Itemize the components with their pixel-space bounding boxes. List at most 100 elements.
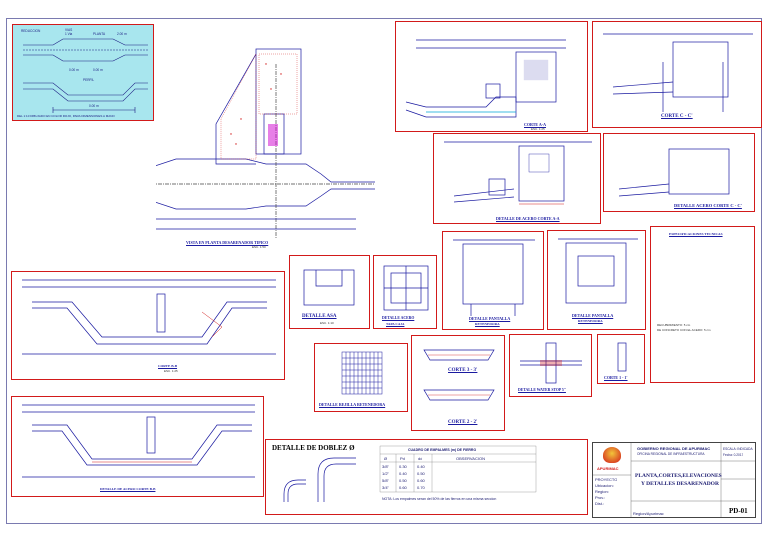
- detail-covers-panel: DETALLE ACERO TAPA CAJA: [373, 255, 437, 329]
- detail-handle-title: DETALLE ASA: [302, 314, 337, 319]
- bend-detail-title: DETALLE DE DOBLEZ Ø: [272, 444, 355, 452]
- bend-detail-panel: DETALLE DE DOBLEZ Ø CUADRO DE EMPALMES (…: [265, 439, 588, 515]
- section-aa-scale: ESC. 1:25: [531, 127, 545, 131]
- sections-33-22-panel: CORTE 3 - 3' CORTE 2 - 2': [411, 335, 505, 431]
- section-11-title: CORTE 1 - 1': [604, 375, 628, 380]
- detail-handle-scale: ESC. 1:10: [320, 321, 334, 325]
- detail-handle-panel: DETALLE ASA ESC. 1:10: [289, 255, 370, 329]
- splice-r1-c2: 0.50: [417, 471, 425, 476]
- drawing-title-line-2: Y DETALLES DESARENADOR: [641, 481, 719, 487]
- splice-header-2: dd: [418, 456, 423, 461]
- splice-r2-c0: 5/8": [382, 478, 389, 483]
- splice-table-title: CUADRO DE EMPALMES (m) DE FIERRO: [408, 448, 477, 452]
- legend-panel: REDUCCION VIAS 1 Via PLANTA 0.00 m 0.00 …: [12, 24, 154, 121]
- legend-note: DEL 1:10 DIBUJADO EN COLOR ROJO, PARA DI…: [17, 114, 115, 118]
- plan-view-drawing: [156, 48, 375, 239]
- section-bb-title: CORTE B-B: [158, 364, 178, 368]
- detail-screen-subtitle: RETENEDORA: [475, 322, 500, 326]
- detail-screen-drawing: [453, 239, 535, 316]
- section-bb-panel: CORTE B-B ESC. 1:25: [11, 271, 285, 380]
- drawing-sheet-frame: [6, 18, 762, 524]
- title-block-date: Fecha: 0.2017: [723, 453, 744, 457]
- title-block-field-0: PROYECTO: [595, 477, 618, 482]
- title-block-grid: [593, 443, 755, 517]
- section-11-panel: CORTE 1 - 1': [597, 334, 645, 384]
- splice-r1-c1: 0.40: [399, 471, 407, 476]
- sections-33-22-drawing: [423, 349, 495, 401]
- section-cc-panel: CORTE C - C': [592, 21, 762, 128]
- splice-r1-c0: 1/2": [382, 471, 389, 476]
- splice-r0-c2: 0.40: [417, 464, 425, 469]
- detail-rebar-cc-panel: DETALLE ACERO CORTE C - C': [603, 133, 755, 212]
- section-aa-drawing: [405, 39, 566, 118]
- section-cc-title: CORTE C - C': [661, 114, 693, 119]
- detail-handle-drawing: [303, 269, 355, 306]
- section-aa-panel: CORTE A-A ESC. 1:25: [395, 21, 588, 132]
- detail-covers-subtitle: TAPA CAJA: [386, 322, 405, 326]
- plan-view-title: VISTA EN PLANTA DESARENADOR TIPICO: [186, 240, 269, 245]
- splice-r0-c0: 3/8": [382, 464, 389, 469]
- detail-screen-panel-2: DETALLE PANTALLA RETENEDORA: [547, 230, 646, 330]
- detail-rebar-bb-panel: DETALLE DE ACERO CORTE B-B: [11, 396, 264, 497]
- detail-rebar-bb-title: DETALLE DE ACERO CORTE B-B: [100, 487, 156, 491]
- section-11-drawing: [617, 342, 627, 372]
- drawing-title-line-1: PLANTA,CORTES,ELEVACIONES: [635, 473, 722, 479]
- title-block-scale: ESCALA: INDICADA: [723, 447, 753, 451]
- legend-label-0: REDUCCION: [21, 29, 41, 33]
- sheet-number: PD-01: [729, 507, 748, 515]
- splice-r3-c1: 0.60: [399, 485, 407, 490]
- splice-r2-c1: 0.50: [399, 478, 407, 483]
- plan-view-scale: ESC. 1:50: [252, 245, 266, 249]
- detail-grating-panel: DETALLE REJILLA RETENEDORA: [314, 343, 408, 412]
- detail-rebar-bb-drawing: [22, 404, 255, 478]
- bend-detail-drawing: [283, 445, 537, 502]
- detail-covers-drawing: [383, 265, 429, 311]
- detail-grating-title: DETALLE REJILLA RETENEDORA: [319, 402, 386, 407]
- detail-rebar-aa-title: DETALLE DE ACERO CORTE A-A: [496, 216, 560, 221]
- title-block-office: OFICINA REGIONAL DE INFRAESTRUCTURA: [637, 452, 705, 456]
- specs-panel: ESPECIFICACIONES TECNICAS RECUBRIMIENTO:…: [650, 226, 755, 383]
- section-22-title: CORTE 2 - 2': [448, 420, 478, 425]
- legend-label-4: 0.00 m: [93, 68, 103, 72]
- detail-screen-panel: DETALLE PANTALLA RETENEDORA: [442, 231, 544, 330]
- detail-screen-2-title: DETALLE PANTALLA: [572, 313, 614, 318]
- detail-grating-drawing: [341, 351, 383, 395]
- specs-title: ESPECIFICACIONES TECNICAS: [669, 232, 723, 236]
- legend-label-3: PLANTA: [93, 32, 106, 36]
- title-block-field-1: Ubicacion:: [595, 483, 614, 488]
- detail-covers-title: DETALLE ACERO: [382, 316, 415, 320]
- splice-header-3: OBSERVACION: [456, 456, 485, 461]
- detail-waterstop-panel: DETALLE WATER STOP 5": [509, 334, 592, 397]
- splice-header-1: Pd: [400, 456, 405, 461]
- section-bb-drawing: [22, 279, 276, 355]
- detail-rebar-aa-panel: DETALLE DE ACERO CORTE A-A: [433, 133, 601, 224]
- title-block-field-4: Dist.:: [595, 501, 605, 506]
- detail-rebar-cc-drawing: [618, 148, 730, 197]
- section-aa-title: CORTE A-A: [524, 122, 546, 127]
- title-block-field-3: Prov.:: [595, 495, 606, 500]
- legend-label-6: 2.00 m: [117, 32, 127, 36]
- detail-screen-title: DETALLE PANTALLA: [469, 316, 511, 321]
- splice-table-footer: NOTA: Los empalmes seran del 50% de las …: [382, 497, 497, 501]
- legend-label-7: PERFIL: [83, 78, 94, 82]
- title-block-field-2: Region:: [595, 489, 609, 494]
- legend-label-1: VIAS: [65, 28, 72, 32]
- title-block-field-5: Region/Apurimac: [633, 511, 664, 516]
- splice-r3-c2: 0.70: [417, 485, 425, 490]
- apurimac-logo: [603, 447, 621, 463]
- section-cc-drawing: [603, 33, 753, 112]
- title-block-org: GOBIERNO REGIONAL DE APURIMAC: [637, 446, 711, 451]
- detail-screen-2-drawing: [558, 238, 638, 304]
- specs-line-1: DE CONCRETO CON EL ACERO: 5 cm: [657, 328, 711, 332]
- splice-r3-c0: 3/4": [382, 485, 389, 490]
- title-block: APURIMAC PROYECTO Ubicacion: Region: Pro…: [592, 442, 756, 518]
- legend-label-8: 0.00 m: [89, 104, 99, 108]
- detail-rebar-aa-drawing: [444, 141, 592, 205]
- title-block-logo-text: APURIMAC: [597, 466, 619, 471]
- detail-waterstop-drawing: [520, 342, 582, 384]
- legend-label-2: 1 Via: [65, 32, 72, 36]
- specs-line-0: RECUBRIMIENTO: 5 cm: [657, 323, 691, 327]
- section-bb-scale: ESC. 1:25: [164, 369, 178, 373]
- splice-r0-c1: 0.30: [399, 464, 407, 469]
- legend-label-5: 0.00 m: [69, 68, 79, 72]
